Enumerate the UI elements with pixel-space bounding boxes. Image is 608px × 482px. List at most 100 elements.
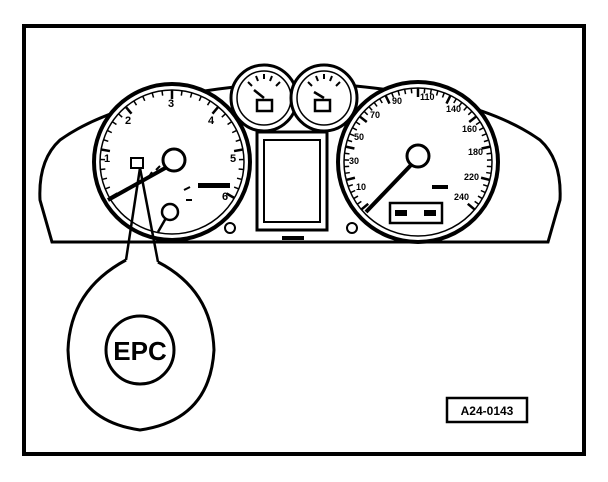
tachometer-tick: [198, 95, 202, 102]
speedometer-tick: [482, 183, 489, 188]
speedometer-tick: [368, 106, 373, 111]
tachometer-ticks: [100, 90, 244, 200]
trip-reset-knob: [224, 222, 236, 234]
speedometer-tick: [480, 176, 491, 182]
tachometer-tick: [236, 177, 243, 181]
fuel-gauge-needle: [253, 89, 265, 99]
clock-set-knob: [346, 222, 358, 234]
speedometer-tick: [356, 200, 362, 205]
central-display-screen: [263, 139, 321, 223]
tachometer-tick: [180, 90, 183, 96]
speedometer-tick: [403, 89, 407, 95]
tach-label-4: 4: [208, 115, 215, 127]
tachometer-inner-marks: [147, 165, 192, 201]
display-button: [282, 236, 304, 240]
tachometer-tick: [101, 177, 108, 181]
speedometer-tick: [429, 89, 433, 95]
speed-label-240: 240: [454, 192, 469, 202]
speedometer-needle: [364, 162, 414, 214]
speedometer-tick: [347, 139, 353, 143]
tachometer-tick: [124, 106, 133, 115]
speedometer-tick: [481, 145, 491, 150]
speedometer-tick: [453, 98, 457, 104]
tachometer-tick: [206, 100, 211, 106]
speedometer-ticks: [344, 88, 492, 211]
odometer-digits-right: [424, 210, 436, 216]
speedometer-tick: [355, 121, 361, 126]
small-gauge-hub: [160, 202, 180, 222]
speed-label-110: 110: [420, 92, 435, 102]
speedometer-tick: [344, 152, 350, 155]
tachometer-tick: [231, 129, 238, 134]
epc-lamp-callout: [104, 314, 176, 386]
speedometer-tick: [458, 101, 463, 107]
tachometer-tick: [100, 168, 106, 171]
speedometer-tick: [483, 139, 489, 143]
speedometer-tick: [345, 176, 356, 182]
tachometer-tick: [211, 106, 220, 115]
tachometer-tick: [133, 100, 138, 106]
callout-leader-line-right: [138, 167, 160, 263]
epc-label: EPC: [113, 336, 167, 366]
tachometer-tick: [227, 121, 233, 126]
tachometer: 1 2 3 4 5 6: [92, 82, 252, 242]
tachometer-tick: [238, 168, 244, 171]
speedometer-tick: [467, 110, 473, 116]
small-gauge-needle: [156, 217, 168, 233]
tach-label-5: 5: [230, 153, 236, 165]
tachometer-tick: [104, 186, 111, 190]
speedometer-tick: [480, 189, 486, 194]
speed-label-50: 50: [354, 132, 364, 142]
tach-label-2: 2: [125, 115, 131, 127]
tachometer-hub: [161, 147, 187, 173]
speed-label-90: 90: [392, 96, 402, 106]
figure-number: A24-0143: [461, 404, 514, 418]
coolant-gauge-needle: [313, 90, 325, 100]
speedometer-tick: [379, 98, 383, 104]
tach-label-3: 3: [168, 98, 174, 110]
tach-label-1: 1: [104, 153, 110, 165]
odometer-digits-left: [395, 210, 407, 216]
speedometer-tick: [344, 171, 350, 175]
coolant-temperature-icon: [313, 98, 332, 113]
central-display: [255, 130, 329, 232]
speed-label-160: 160: [462, 124, 477, 134]
speedometer-tick: [360, 202, 370, 211]
speed-label-70: 70: [370, 110, 380, 120]
tachometer-tick: [161, 90, 164, 96]
speedometer-tick: [463, 106, 468, 111]
fuel-gauge: [229, 63, 299, 133]
tachometer-tick: [117, 113, 123, 118]
speedometer-tick: [358, 115, 368, 123]
odometer-display: [388, 201, 444, 225]
coolant-gauge-inner-ring: [296, 70, 352, 126]
speed-label-10: 10: [356, 182, 366, 192]
speedometer-tick: [349, 133, 355, 137]
speedometer-tick: [478, 127, 484, 131]
speed-label-30: 30: [349, 156, 359, 166]
figure-number-box: [445, 396, 529, 424]
speedometer-tick: [481, 133, 487, 137]
speedometer-tick: [468, 115, 478, 123]
speedometer-tick: [466, 202, 476, 211]
tach-label-6: 6: [222, 191, 228, 203]
tachometer-tick: [233, 186, 240, 190]
speedometer-tick: [474, 200, 480, 205]
tachometer-tick: [142, 95, 146, 102]
epc-warning-lamp-icon: [130, 157, 144, 169]
speedometer: 10 30 50 70 90 110 140 160 180 220 240: [336, 80, 500, 244]
speedometer-hub: [405, 143, 431, 169]
speedometer-tick: [345, 145, 355, 150]
speedometer-tick: [373, 101, 378, 107]
speedometer-tick: [350, 189, 356, 194]
speedometer-tick: [347, 183, 354, 188]
tachometer-tick: [235, 139, 241, 143]
speed-label-180: 180: [468, 147, 483, 157]
tachometer-tick: [189, 92, 193, 98]
tachometer-unit-text: [198, 183, 230, 188]
speedometer-tick: [477, 195, 483, 200]
speedometer-tick: [391, 92, 395, 98]
speed-label-140: 140: [446, 104, 461, 114]
